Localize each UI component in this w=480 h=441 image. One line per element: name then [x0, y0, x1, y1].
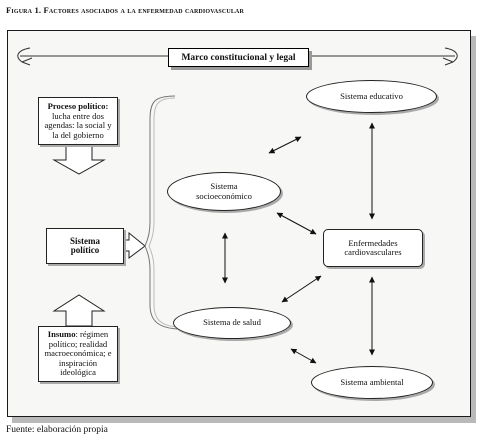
insumo-box: Insumo: régimen político; realidad macro…: [38, 326, 118, 382]
insumo-heading: Insumo: [47, 329, 76, 340]
arrow-socio-educativo: [268, 136, 302, 154]
sistema-politico-box: Sistema político: [46, 228, 124, 264]
figure-source-text: Fuente: elaboración propia: [6, 425, 108, 435]
insumo-content: Insumo: régimen político; realidad macro…: [42, 330, 114, 378]
sistema-salud-node: Sistema de salud: [173, 307, 291, 339]
sistema-ambiental-node: Sistema ambiental: [311, 366, 433, 399]
proceso-text: lucha entre dos agendas: la social y la …: [44, 110, 112, 140]
insumo-text: : régimen político; realidad macroeconóm…: [44, 329, 112, 378]
enfermedades-line1: Enfermedades: [348, 237, 398, 248]
constitutional-frame-arrow: [17, 47, 458, 66]
arrow-salud-ambiental: [290, 348, 317, 364]
banner-label: Marco constitucional y legal: [181, 52, 296, 63]
up-block-arrow: [52, 294, 106, 327]
proceso-politico-box: Proceso político: lucha entre dos agenda…: [38, 97, 118, 145]
marco-constitucional-banner: Marco constitucional y legal: [168, 48, 309, 67]
arrow-salud-enfermedades: [281, 275, 322, 303]
figure-source: Fuente: elaboración propia: [6, 425, 108, 435]
figure-title: Figura 1. Factores asociados a la enferm…: [6, 5, 244, 15]
socio-label-line2: socioeconómico: [196, 190, 252, 201]
ambiental-label: Sistema ambiental: [340, 376, 404, 387]
sistema-educativo-node: Sistema educativo: [306, 80, 437, 113]
proceso-heading: Proceso político:: [47, 101, 109, 111]
figure-title-text: Figura 1. Factores asociados a la enferm…: [6, 5, 244, 15]
sistema-socioeconomico-node: Sistema socioeconómico: [167, 172, 281, 211]
socio-label-line1: Sistema: [210, 181, 238, 191]
enfermedades-cardiovasculares-box: Enfermedades cardiovasculares: [323, 229, 423, 267]
right-block-arrow: [123, 231, 146, 259]
sistema-politico-line1: Sistema: [70, 235, 100, 246]
down-block-arrow: [52, 144, 106, 175]
educativo-label: Sistema educativo: [340, 90, 403, 101]
salud-label: Sistema de salud: [203, 317, 261, 328]
sistema-politico-line2: político: [70, 245, 100, 255]
systems-bracket: [144, 95, 179, 330]
arrow-socio-enfermedades: [276, 212, 317, 235]
enfermedades-line2: cardiovasculares: [344, 247, 402, 257]
